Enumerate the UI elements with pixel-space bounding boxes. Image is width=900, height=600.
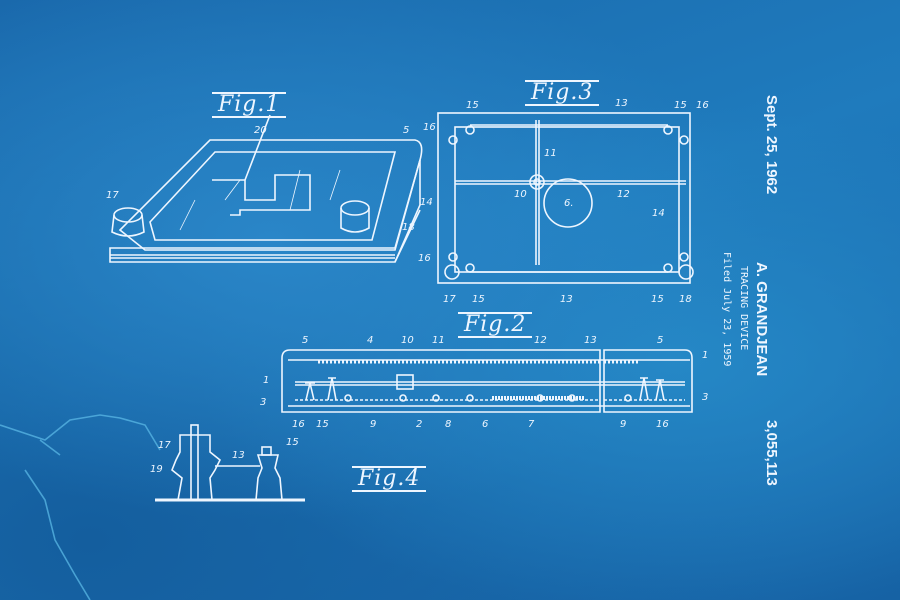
ref-fig2-9b: 9	[620, 419, 626, 430]
ref-fig3-17: 17	[443, 294, 456, 305]
ref-fig2-15: 15	[316, 419, 329, 430]
ref-fig2-16a: 16	[292, 419, 305, 430]
ref-fig3-15c: 15	[472, 294, 485, 305]
ref-fig1-5: 5	[403, 125, 409, 136]
ref-fig3-16b: 16	[423, 122, 436, 133]
ref-fig3-13a: 13	[615, 98, 628, 109]
fig2-drawing	[281, 349, 693, 413]
ref-fig2-8: 8	[445, 419, 451, 430]
ref-fig4-15: 15	[286, 437, 299, 448]
ref-fig1-14: 14	[420, 197, 433, 208]
ref-fig2-10: 10	[401, 335, 414, 346]
ref-fig1-20: 20	[254, 125, 267, 136]
ref-fig2-16b: 16	[656, 419, 669, 430]
ref-fig4-19: 19	[150, 464, 163, 475]
fig1-label: Fig.1	[212, 92, 287, 118]
ref-fig3-13b: 13	[560, 294, 573, 305]
paper-cracks	[0, 414, 161, 600]
ref-fig2-7: 7	[528, 419, 535, 430]
ref-fig2-6: 6	[482, 419, 488, 430]
ref-fig2-3b: 3	[702, 392, 708, 403]
ref-fig3-15a: 15	[466, 100, 479, 111]
ref-fig2-12: 12	[534, 335, 547, 346]
ref-fig2-5a: 5	[302, 335, 308, 346]
reference-numerals: 20 5 17 14 18 15 13 15 16 16 11 10 6. 12…	[106, 98, 709, 475]
ref-fig3-15d: 15	[651, 294, 664, 305]
fig1-drawing	[109, 114, 423, 263]
patent-title: TRACING DEVICE	[738, 266, 749, 351]
ref-fig2-4: 4	[367, 335, 373, 346]
ref-fig4-13: 13	[232, 450, 245, 461]
patent-number: 3,055,113	[763, 420, 780, 486]
patent-inventor: A. GRANDJEAN	[753, 262, 770, 377]
ref-fig3-10: 10	[514, 189, 527, 200]
ref-fig3-11: 11	[544, 148, 557, 159]
ref-fig3-15b: 15	[674, 100, 687, 111]
ref-fig2-5b: 5	[657, 335, 663, 346]
ref-fig3-16c: 16	[418, 253, 431, 264]
ref-fig1-17: 17	[106, 190, 119, 201]
ref-fig3-16a: 16	[696, 100, 709, 111]
ref-fig3-18: 18	[679, 294, 692, 305]
ref-fig2-1a: 1	[263, 375, 269, 386]
fig4-label: Fig.4	[352, 466, 427, 492]
patent-date: Sept. 25, 1962	[763, 95, 780, 195]
ref-fig4-17: 17	[158, 440, 171, 451]
ref-fig3-6: 6.	[564, 198, 574, 209]
ref-fig1-18: 18	[402, 222, 415, 233]
ref-fig2-9a: 9	[370, 419, 376, 430]
ref-fig2-1b: 1	[702, 350, 708, 361]
fig4-drawing	[155, 424, 305, 502]
ref-fig2-2: 2	[416, 419, 422, 430]
ref-fig2-3a: 3	[260, 397, 266, 408]
ref-fig2-11: 11	[432, 335, 445, 346]
ref-fig2-13: 13	[584, 335, 597, 346]
fig3-label: Fig.3	[525, 80, 600, 106]
fig2-label: Fig.2	[458, 312, 533, 338]
ref-fig3-14: 14	[652, 208, 665, 219]
fig3-drawing	[437, 112, 694, 284]
patent-filed-date: Filed July 23, 1959	[721, 252, 732, 367]
ref-fig3-12: 12	[617, 189, 630, 200]
